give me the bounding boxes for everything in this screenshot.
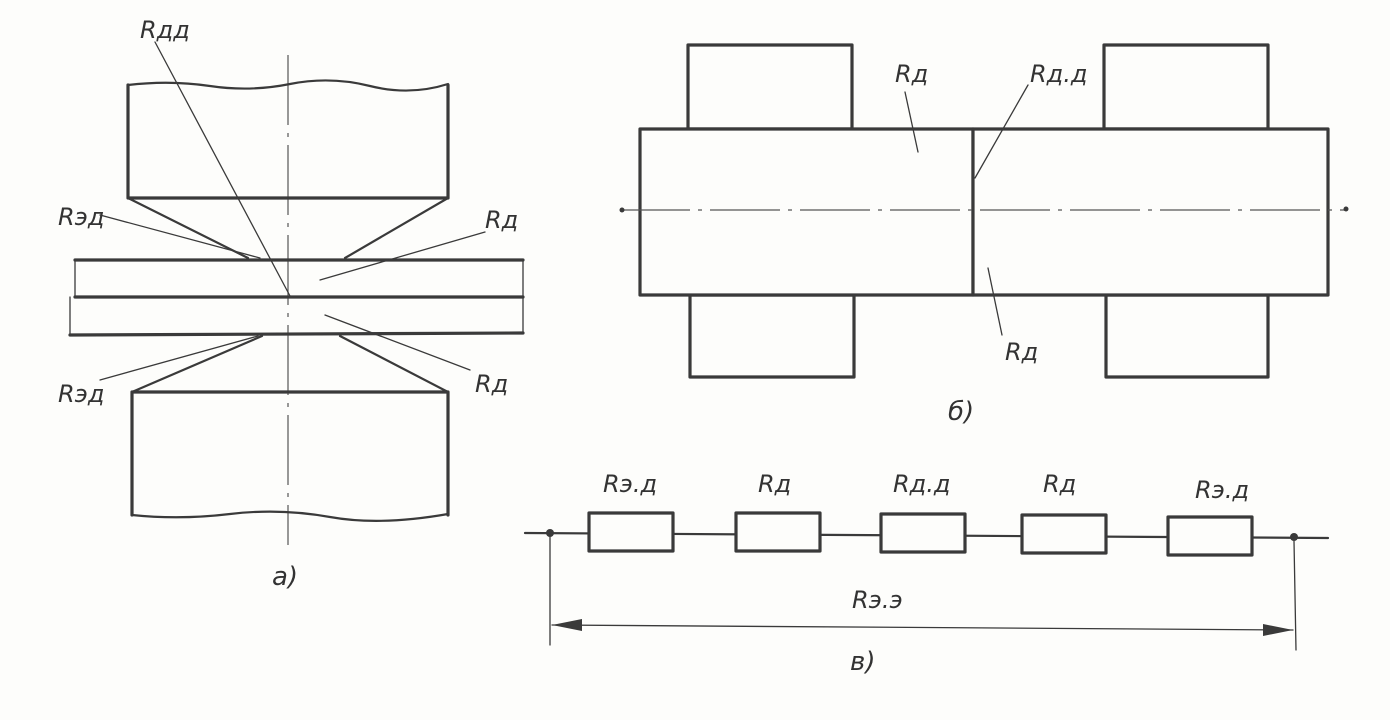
- dimension-ext-right: [1293, 540, 1297, 651]
- caption-a: а): [272, 562, 298, 592]
- figure-b: Rд Rд.д Rд б): [619, 43, 1349, 427]
- figure-a: Rдд Rэд Rд Rэд Rд а): [58, 16, 525, 592]
- caption-c: в): [850, 647, 875, 677]
- resistor-4-label: Rд: [1043, 470, 1076, 498]
- lower-electrode: [130, 390, 450, 517]
- leader-red-bottom: [99, 335, 259, 381]
- axis-end-left: [619, 207, 625, 213]
- leader-red-top: [99, 214, 261, 259]
- resistor-2: [734, 511, 822, 553]
- figure-c: Rэ.д Rд Rд.д Rд Rэ.д Rэ.э в): [523, 470, 1330, 677]
- lower-electrode-break-line: [130, 510, 450, 522]
- rod-right: [971, 127, 1330, 297]
- resistor-3-label: Rд.д: [893, 470, 951, 498]
- terminal-left: [546, 529, 554, 537]
- lower-plate-bottom: [68, 331, 525, 337]
- leader-b-rdd: [974, 84, 1029, 179]
- clamp-top-left: [686, 43, 854, 131]
- caption-b: б): [948, 397, 974, 427]
- leader-b-rd-bottom: [987, 267, 1003, 336]
- label-b-rdd: Rд.д: [1030, 60, 1088, 88]
- upper-electrode-break-line: [126, 79, 450, 92]
- upper-electrode: [126, 83, 450, 200]
- label-a-rd-bottom: Rд: [475, 370, 508, 398]
- terminal-right: [1290, 533, 1298, 541]
- resistor-1: [587, 511, 675, 553]
- label-a-rd-top: Rд: [485, 206, 518, 234]
- dimension-arrow-left: [552, 619, 582, 631]
- label-b-rd-bottom: Rд: [1005, 338, 1038, 366]
- dimension-arrow-right: [1263, 624, 1293, 636]
- clamp-bottom-left: [688, 293, 856, 379]
- resistor-2-label: Rд: [758, 470, 791, 498]
- label-a-red-top: Rэд: [58, 203, 104, 231]
- leader-rd-bottom: [324, 314, 471, 371]
- dimension-line: [551, 624, 1294, 631]
- leader-rdd: [154, 41, 291, 297]
- clamp-top-right: [1102, 43, 1270, 131]
- plate-edges: [69, 259, 524, 336]
- label-total-ree: Rэ.э: [852, 586, 903, 614]
- resistor-4: [1020, 513, 1108, 555]
- leader-rd-top: [319, 231, 486, 281]
- axis-end-right: [1343, 206, 1349, 212]
- lower-electrode-tip: [130, 334, 450, 394]
- label-b-rd-top: Rд: [895, 60, 928, 88]
- clamp-bottom-right: [1104, 293, 1270, 379]
- label-a-rdd: Rдд: [140, 16, 190, 44]
- label-a-red-bottom: Rэд: [58, 380, 104, 408]
- resistor-3: [879, 512, 967, 554]
- leader-b-rd-top: [904, 91, 919, 153]
- rod-left: [638, 127, 975, 297]
- resistor-5: [1166, 515, 1254, 557]
- resistor-1-label: Rэ.д: [603, 470, 657, 498]
- resistor-5-label: Rэ.д: [1195, 476, 1249, 504]
- upper-electrode-tip: [126, 196, 450, 260]
